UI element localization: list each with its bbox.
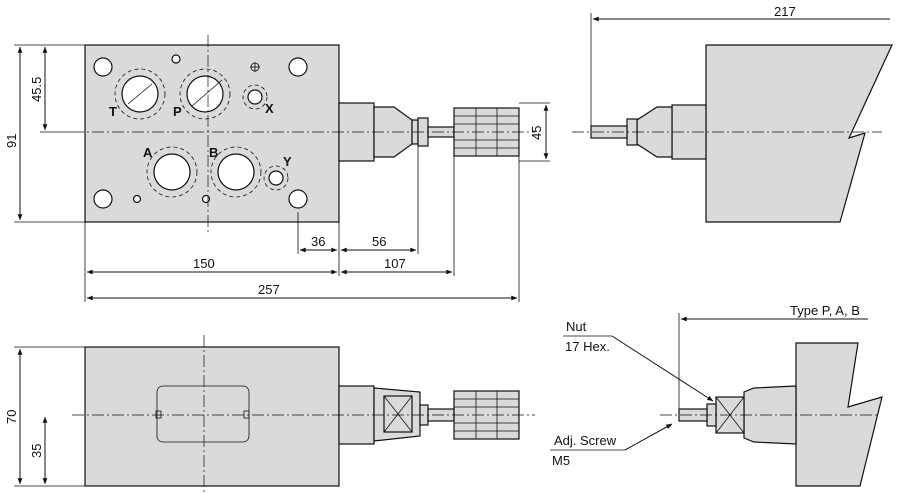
- port-P: [179, 68, 231, 120]
- mounting-hole: [288, 57, 308, 77]
- dim-107: 107: [384, 256, 406, 271]
- mounting-hole: [288, 189, 308, 209]
- dim-56: 56: [372, 234, 386, 249]
- port-label-P: P: [173, 104, 182, 119]
- port-B: [210, 146, 262, 198]
- mounting-hole: [93, 57, 113, 77]
- dim-257: 257: [258, 282, 280, 297]
- port-Y: [263, 165, 289, 191]
- dim-36: 36: [311, 234, 325, 249]
- dim-35: 35: [29, 444, 44, 458]
- port-label-X: X: [265, 101, 274, 116]
- mounting-hole: [93, 189, 113, 209]
- nut-size: 17 Hex.: [565, 339, 610, 354]
- nut-label: Nut: [566, 319, 587, 334]
- dim-45-5: 45.5: [29, 77, 44, 102]
- subplate-detail: [795, 342, 883, 487]
- port-A: [146, 146, 198, 198]
- dim-217: 217: [774, 4, 796, 19]
- port-label-B: B: [209, 145, 218, 160]
- detail-view: Type P, A, B Nut 17 Hex. Adj. Screw M5: [550, 303, 883, 487]
- dim-70: 70: [4, 410, 19, 424]
- port-label-A: A: [143, 145, 153, 160]
- hex-nut-top: [383, 395, 413, 433]
- port-label-Y: Y: [283, 154, 292, 169]
- screw-label: Adj. Screw: [554, 433, 617, 448]
- dim-45: 45: [529, 126, 544, 140]
- subplate-section: [705, 44, 893, 223]
- port-T: [114, 68, 166, 120]
- dim-150: 150: [193, 256, 215, 271]
- side-view: 217: [572, 4, 893, 223]
- front-view: T P X A B Y 91 45.5 45 36 56: [4, 35, 550, 302]
- port-label-T: T: [109, 104, 117, 119]
- valve-body-top: [84, 346, 340, 487]
- type-label: Type P, A, B: [790, 303, 860, 318]
- dim-91: 91: [4, 134, 19, 148]
- top-view: 70 35: [4, 335, 535, 493]
- port-X: [242, 84, 268, 110]
- screw-size: M5: [552, 453, 570, 468]
